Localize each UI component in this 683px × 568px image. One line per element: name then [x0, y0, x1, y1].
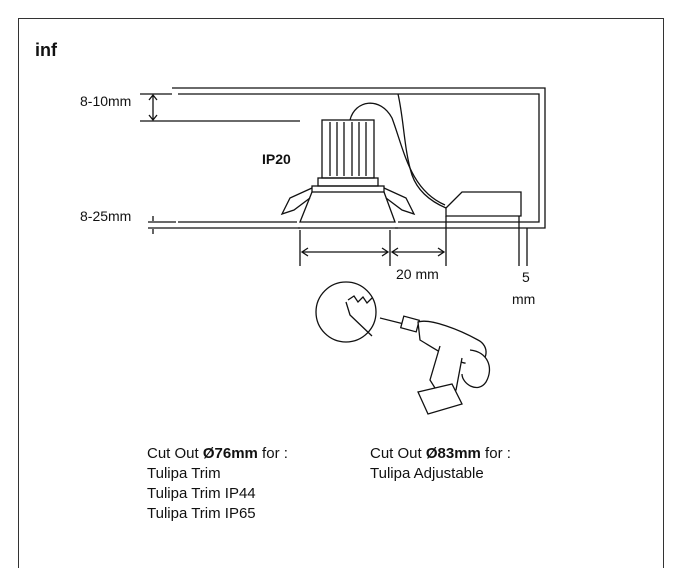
- outer-frame: [18, 18, 664, 568]
- label-ip-rating: IP20: [262, 151, 291, 167]
- page-title: inf: [35, 40, 57, 60]
- label-edge-unit: mm: [512, 291, 535, 307]
- ceiling-inner-outline: [178, 93, 540, 223]
- hole-saw-detail: [315, 281, 377, 343]
- label-spacing: 20 mm: [396, 266, 439, 282]
- cutout-76-item: Tulipa Trim: [147, 465, 221, 482]
- cutout-76-section: Cut Out Ø76mm for : Tulipa Trim Tulipa T…: [147, 444, 288, 524]
- cable: [349, 102, 446, 206]
- fixture-trim: [299, 191, 396, 223]
- label-edge-value: 5: [522, 269, 530, 285]
- spring-clip-left: [280, 187, 313, 216]
- label-ceiling-bottom: 8-25mm: [80, 208, 131, 224]
- label-ceiling-top: 8-10mm: [80, 93, 131, 109]
- cutout-76-item: Tulipa Trim IP65: [147, 505, 256, 522]
- cutout-76-item: Tulipa Trim IP44: [147, 485, 256, 502]
- spring-clip-right: [383, 187, 416, 216]
- cutout-83-section: Cut Out Ø83mm for : Tulipa Adjustable: [370, 444, 511, 484]
- drill-icon: [379, 315, 491, 415]
- cutout-83-heading: Cut Out Ø83mm for :: [370, 445, 511, 462]
- driver-box: [445, 191, 522, 217]
- cutout-76-heading: Cut Out Ø76mm for :: [147, 445, 288, 462]
- ceiling-outline: [172, 87, 546, 229]
- cutout-83-item: Tulipa Adjustable: [370, 465, 484, 482]
